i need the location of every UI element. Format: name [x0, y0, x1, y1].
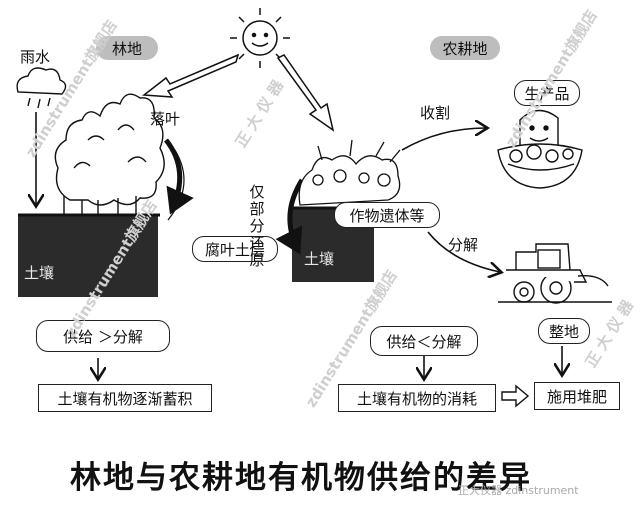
forest-tag: 林地	[96, 36, 158, 60]
decompose-label: 分解	[448, 236, 479, 254]
harvest-label: 收割	[420, 104, 451, 122]
crops-illustration	[298, 139, 401, 206]
diagram-title: 林地与农耕地有机物供给的差异	[70, 460, 532, 496]
residue-box: 作物遗体等	[334, 202, 440, 228]
compost-return-arrow	[501, 384, 530, 408]
watermark-logo-text: 正大仪器 zdinstrument	[458, 484, 579, 497]
forest-balance-box: 供给 ＞分解	[36, 320, 170, 352]
sunlight-arrow-right	[276, 54, 335, 132]
forest-result-box: 土壤有机物逐渐蓄积	[38, 384, 212, 412]
forest-return-arrow	[167, 149, 185, 221]
forest-soil-label: 土壤	[24, 264, 55, 282]
farm-soil-label: 土壤	[304, 250, 335, 268]
harvest-arrow	[401, 128, 486, 151]
consumption-box: 土壤有机物的消耗	[338, 384, 496, 412]
compost-box: 施用堆肥	[534, 382, 620, 410]
sun-icon	[230, 8, 290, 68]
produce-box: 生产品	[514, 80, 580, 106]
farm-tag: 农耕地	[430, 36, 500, 60]
rain-label: 雨水	[20, 48, 51, 66]
tractor-illustration	[498, 243, 612, 304]
tillage-box: 整地	[538, 318, 590, 344]
partial-return-label: 仅部分还原	[249, 183, 265, 269]
farm-balance-box: 供给＜分解	[370, 326, 478, 356]
forest-trees	[54, 93, 165, 214]
partial-return-arrow	[275, 178, 305, 255]
sunlight-arrow-left	[141, 53, 240, 98]
rain-cloud-icon	[16, 67, 67, 109]
humus-layer-box: 腐叶土层	[192, 236, 278, 262]
decompose-arrow	[427, 231, 500, 272]
produce-basket-illustration	[497, 109, 583, 189]
litter-label: 落叶	[150, 110, 181, 128]
litter-arrow	[164, 138, 194, 215]
forest-soil-block	[18, 215, 158, 297]
